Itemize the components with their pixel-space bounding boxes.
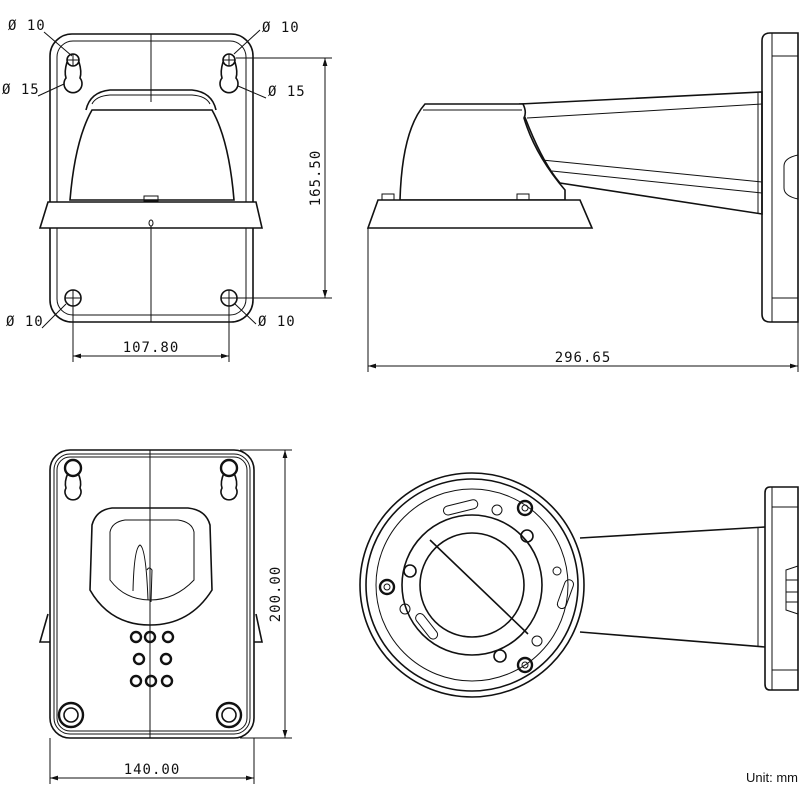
hole-bottom-right	[220, 289, 238, 307]
front-base-flange	[38, 201, 264, 229]
bottom-wall-plate	[764, 486, 799, 691]
bottom-screws	[378, 499, 562, 674]
side-arm	[518, 91, 763, 215]
front-view: 107.80 165.50 Ø 10 Ø 10 Ø 15 Ø 15 Ø 10 Ø…	[2, 18, 332, 362]
bottom-center-opening	[419, 532, 525, 638]
bottom-view	[359, 472, 799, 698]
back-hole-bottom-right	[215, 701, 243, 729]
back-dim-width-text: 140.00	[124, 762, 181, 778]
side-dome	[399, 103, 566, 201]
dim-height-text: 165.50	[308, 150, 324, 207]
back-arm-opening	[89, 507, 213, 626]
hole-bottom-left	[64, 289, 82, 307]
back-dim-height: 200.00	[240, 449, 292, 739]
front-dim-height: 165.50	[236, 57, 332, 299]
side-base	[366, 199, 594, 229]
label-bottom-left-d10: Ø 10	[6, 314, 44, 330]
back-cable-holes	[129, 630, 175, 688]
side-wall-plate	[761, 32, 799, 323]
label-top-right-d15: Ø 15	[268, 84, 306, 100]
label-top-right-d10: Ø 10	[262, 20, 300, 36]
keyhole-top-left	[63, 53, 83, 94]
back-hole-bottom-left	[57, 701, 85, 729]
front-arm-body	[69, 109, 235, 201]
side-dim-length: 296.65	[367, 228, 799, 372]
dim-length-text: 296.65	[555, 350, 612, 366]
back-keyhole-left	[63, 458, 83, 501]
keyhole-top-right	[219, 53, 239, 94]
side-view: 296.65	[366, 32, 799, 372]
back-view: 140.00 200.00	[38, 449, 292, 784]
back-plate-outline	[49, 449, 255, 739]
bottom-ring-outer	[359, 472, 585, 698]
back-dim-width: 140.00	[49, 738, 255, 784]
label-top-left-d10: Ø 10	[8, 18, 46, 34]
front-dim-width: 107.80	[72, 306, 230, 362]
unit-label: Unit: mm	[746, 770, 798, 785]
back-dim-height-text: 200.00	[268, 566, 284, 623]
label-top-left-d15: Ø 15	[2, 82, 40, 98]
back-keyhole-right	[219, 458, 239, 501]
label-bottom-right-d10: Ø 10	[258, 314, 296, 330]
dim-width-text: 107.80	[123, 340, 180, 356]
